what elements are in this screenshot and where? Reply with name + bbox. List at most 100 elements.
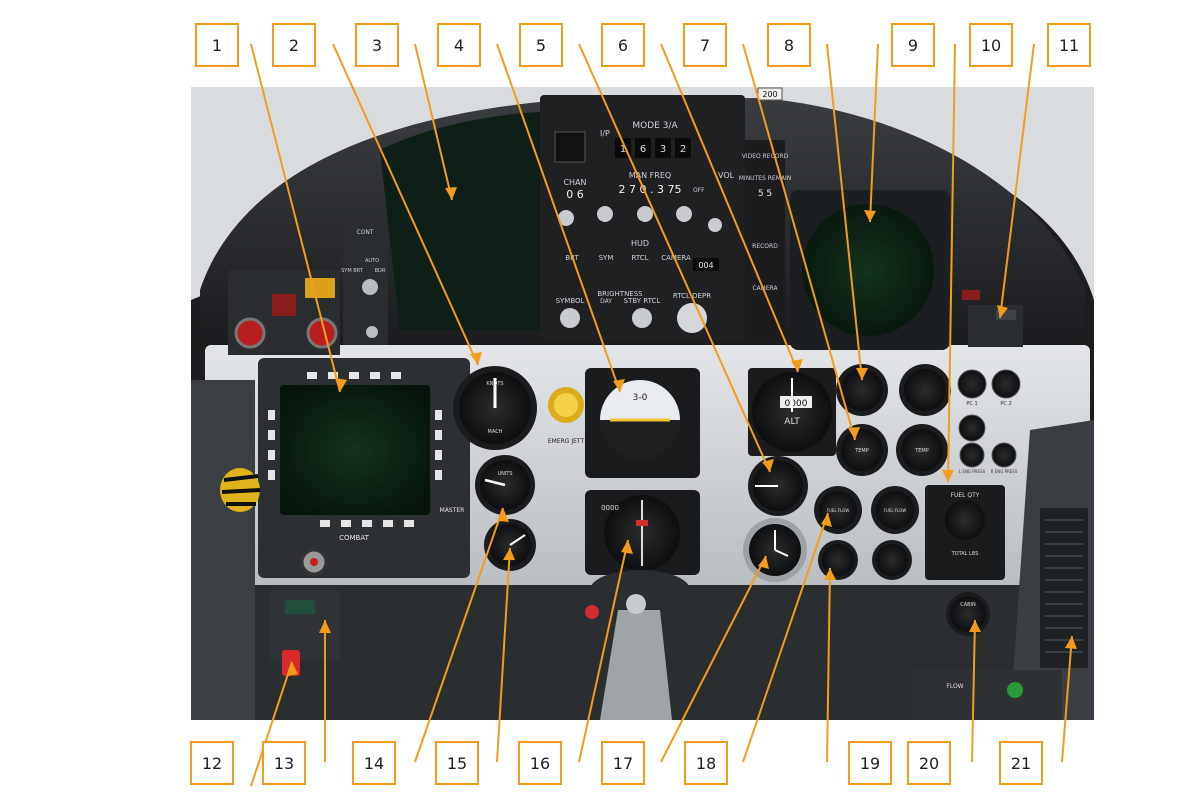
mode-digit: 6 bbox=[640, 144, 646, 155]
adi-ground bbox=[600, 420, 680, 460]
leader-line-4 bbox=[496, 43, 621, 393]
freq-knobs bbox=[558, 206, 722, 232]
freq-knob[interactable] bbox=[597, 206, 613, 222]
mpd-button[interactable] bbox=[404, 520, 414, 527]
hyd-utl-gauge bbox=[958, 414, 986, 442]
mpd-button[interactable] bbox=[349, 372, 359, 379]
hud-counter bbox=[693, 258, 719, 271]
temp-gauge-left bbox=[841, 429, 883, 471]
left-side-console bbox=[191, 380, 255, 720]
symbol-knob[interactable] bbox=[560, 308, 580, 328]
top-counter-value: 200 bbox=[762, 90, 777, 99]
gauges: KNOTS MACH UNITS 3-0 EMERG JETT 0000 000 bbox=[453, 364, 1021, 636]
vol-knob[interactable] bbox=[708, 218, 722, 232]
freq-knob[interactable] bbox=[637, 206, 653, 222]
day-label: DAY bbox=[600, 298, 612, 305]
rpm-gauge-left bbox=[841, 369, 883, 411]
mpd-button[interactable] bbox=[341, 520, 351, 527]
stick-trim-hat[interactable] bbox=[626, 594, 646, 614]
freq-knob[interactable] bbox=[558, 210, 574, 226]
caution-lamp bbox=[305, 278, 335, 298]
altimeter-value: 0000 bbox=[785, 399, 808, 409]
leader-line-12 bbox=[250, 661, 293, 787]
mpd-button[interactable] bbox=[435, 430, 442, 440]
control-stick[interactable] bbox=[600, 610, 672, 720]
mpd-button[interactable] bbox=[328, 372, 338, 379]
speed-label: KNOTS bbox=[486, 381, 503, 387]
symbol-label: SYMBOL bbox=[556, 297, 585, 305]
bdr-knob[interactable] bbox=[362, 279, 378, 295]
warning-lamp bbox=[272, 294, 296, 316]
altimeter-counter bbox=[780, 396, 812, 408]
rtcl-depr-knob[interactable] bbox=[677, 303, 707, 333]
callout-box-21: 21 bbox=[999, 741, 1043, 785]
mode-digit: 1 bbox=[620, 144, 626, 155]
vent-grille bbox=[1040, 508, 1088, 668]
freq-knob[interactable] bbox=[676, 206, 692, 222]
leader-line-11 bbox=[999, 43, 1035, 319]
callout-box-8: 8 bbox=[767, 23, 811, 67]
hud-label: HUD bbox=[631, 239, 649, 248]
mpd-button[interactable] bbox=[383, 520, 393, 527]
mpd-button[interactable] bbox=[320, 520, 330, 527]
r-eng-press-label: R ENG PRESS bbox=[991, 469, 1018, 474]
mpd-button[interactable] bbox=[268, 450, 275, 460]
cabin-pressure-gauge bbox=[950, 596, 986, 632]
callout-arrowheads bbox=[287, 187, 1077, 676]
stby-rtcl-knob[interactable] bbox=[632, 308, 652, 328]
fire-light[interactable] bbox=[234, 317, 266, 349]
mode-digit: 3 bbox=[660, 144, 666, 155]
callout-box-15: 15 bbox=[435, 741, 479, 785]
callout-box-12: 12 bbox=[190, 741, 234, 785]
mpd-button[interactable] bbox=[268, 470, 275, 480]
gear-indicator bbox=[285, 600, 315, 614]
clock-hand bbox=[774, 549, 789, 557]
emergency-jettison-cap bbox=[554, 393, 578, 417]
mpd-button[interactable] bbox=[268, 410, 275, 420]
alt-label: ALT bbox=[784, 417, 800, 427]
mode-label: MODE 3/A bbox=[632, 121, 678, 131]
mpd-button[interactable] bbox=[307, 372, 317, 379]
l-eng-press-gauge bbox=[959, 442, 985, 468]
total-lbs-label: TOTAL LBS bbox=[951, 551, 979, 557]
ip-button[interactable] bbox=[554, 131, 586, 163]
mpd-button[interactable] bbox=[435, 410, 442, 420]
cont-knob[interactable] bbox=[366, 326, 378, 338]
oil-press-gauge-right bbox=[876, 544, 908, 576]
camera-label: CAMERA bbox=[752, 285, 778, 292]
mpd-button[interactable] bbox=[362, 520, 372, 527]
video-display-screen bbox=[802, 204, 934, 336]
sym-brt-label: SYM BRT bbox=[341, 268, 364, 274]
mpd-button[interactable] bbox=[370, 372, 380, 379]
fuel-flow-gauge-right bbox=[876, 491, 914, 529]
red-indicator bbox=[962, 290, 980, 300]
caution-light bbox=[996, 310, 1016, 320]
stick-weapon-release[interactable] bbox=[585, 605, 599, 619]
leader-line-19 bbox=[826, 567, 831, 763]
leader-line-16 bbox=[578, 539, 629, 763]
leader-line-18 bbox=[742, 512, 829, 763]
mpd-button[interactable] bbox=[268, 430, 275, 440]
leader-line-17 bbox=[660, 555, 767, 763]
leader-line-2 bbox=[332, 43, 479, 366]
callout-box-11: 11 bbox=[1047, 23, 1091, 67]
rpm-gauge-right bbox=[904, 369, 946, 411]
callout-box-20: 20 bbox=[907, 741, 951, 785]
leader-line-8 bbox=[826, 43, 863, 381]
minutes-remain-label: MINUTES REMAIN bbox=[739, 175, 792, 182]
off-label: OFF bbox=[693, 187, 705, 194]
temp-label: TEMP bbox=[854, 448, 869, 454]
aoa-needle bbox=[484, 478, 506, 487]
mpd-button[interactable] bbox=[435, 470, 442, 480]
temp-gauge-right bbox=[901, 429, 943, 471]
pc2-label: PC 2 bbox=[1000, 401, 1011, 407]
left-hud-glass bbox=[380, 112, 545, 330]
callout-box-18: 18 bbox=[684, 741, 728, 785]
hyd-pc1-gauge bbox=[957, 369, 987, 399]
pc1-label: PC 1 bbox=[966, 401, 977, 407]
mpd-button[interactable] bbox=[391, 372, 401, 379]
mpd-button[interactable] bbox=[435, 450, 442, 460]
r-eng-press-gauge bbox=[991, 442, 1017, 468]
fuel-flow-label: FUEL FLOW bbox=[884, 508, 907, 513]
